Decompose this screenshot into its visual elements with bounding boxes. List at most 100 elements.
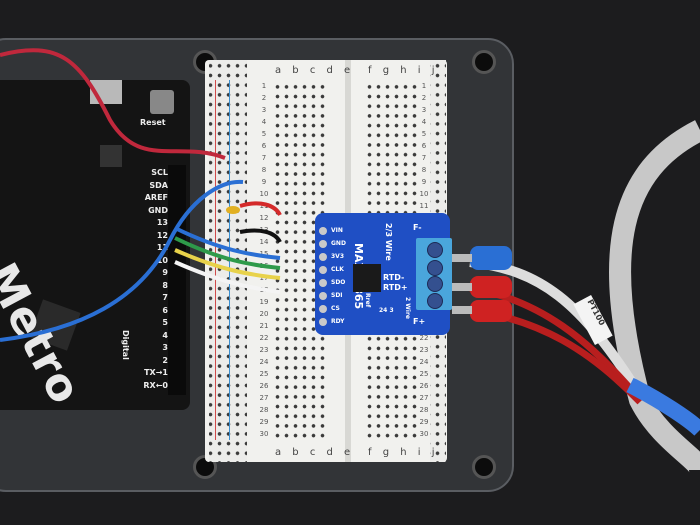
row-number: 30 — [419, 430, 429, 438]
row-number: 1 — [261, 82, 267, 90]
screw-icon[interactable] — [427, 242, 443, 258]
black-jumper — [239, 228, 282, 244]
row-number: 5 — [421, 130, 427, 138]
row-number: 23 — [419, 346, 429, 354]
row-number: 4 — [261, 118, 267, 126]
screw-icon[interactable] — [427, 260, 443, 276]
red-spade-connector — [470, 300, 512, 322]
rtd-plus-label: RTD+ — [383, 283, 408, 292]
module-pin-label: VIN — [331, 227, 343, 234]
row-number: 5 — [261, 130, 267, 138]
pin-label: TX→1 — [144, 368, 168, 377]
pin-label: 5 — [162, 318, 168, 327]
row-number: 3 — [421, 106, 427, 114]
row-number: 11 — [419, 202, 429, 210]
probe-blue-sleeve — [626, 377, 700, 436]
pin-label: 2 — [162, 355, 168, 365]
row-number: 2 — [421, 94, 427, 102]
row-number: 9 — [421, 178, 427, 186]
pin-pad-icon — [319, 292, 327, 300]
pin-label: 11 — [156, 243, 168, 252]
module-pin-label: SDO — [331, 279, 346, 286]
row-number: 7 — [261, 154, 267, 162]
row-number: 10 — [419, 190, 429, 198]
pin-pad-icon — [319, 240, 327, 248]
column-letters-right-bottom: f g h i j — [368, 447, 439, 458]
row-number: 27 — [419, 394, 429, 402]
pin-label: 8 — [162, 280, 168, 290]
row-number: 25 — [419, 370, 429, 378]
row-number: 24 — [419, 358, 429, 366]
screw-icon[interactable] — [427, 293, 443, 309]
column-letters-left: a b c d e — [275, 65, 355, 76]
reset-label: Reset — [140, 118, 166, 127]
pin-label: AREF — [144, 193, 168, 202]
reset-button[interactable] — [150, 90, 174, 114]
f-plus-label: F+ — [413, 317, 426, 326]
screw-icon[interactable] — [427, 276, 443, 292]
row-number: 28 — [259, 406, 269, 414]
row-number: 26 — [419, 382, 429, 390]
pin-label: 13 — [156, 218, 168, 227]
pin-pad-icon — [319, 227, 327, 235]
row-number: 30 — [259, 430, 269, 438]
row-number: 28 — [419, 406, 429, 414]
module-pin-label: 3V3 — [331, 253, 344, 260]
row-number: 22 — [419, 334, 429, 342]
pin-label: 10 — [156, 255, 168, 265]
module-pin-label: GND — [331, 240, 346, 247]
yellow-wire — [174, 248, 281, 280]
jumper-label: 24 3 — [379, 307, 394, 314]
pin-label: RX←0 — [143, 380, 168, 390]
row-number: 15 — [259, 250, 269, 258]
row-number: 6 — [261, 142, 267, 150]
spade-tab — [452, 254, 472, 262]
rail-line-red — [215, 80, 216, 440]
pin-label: 12 — [156, 230, 168, 240]
row-number: 27 — [259, 394, 269, 402]
rtd-minus-label: RTD- — [383, 273, 405, 282]
red-wire — [0, 48, 226, 160]
column-letters-right: f g h i j — [368, 65, 439, 76]
mounting-hole — [472, 455, 496, 479]
row-number: 9 — [261, 178, 267, 186]
chip — [100, 145, 122, 167]
blue-wire-long — [0, 179, 244, 342]
row-number: 21 — [259, 322, 269, 330]
pin-pad-icon — [319, 318, 327, 326]
row-number: 3 — [261, 106, 267, 114]
row-number: 8 — [421, 166, 427, 174]
row-number: 4 — [421, 118, 427, 126]
pin-pad-icon — [319, 305, 327, 313]
row-number: 22 — [259, 334, 269, 342]
row-number: 10 — [259, 190, 269, 198]
max31865-chip — [353, 264, 381, 292]
row-number: 14 — [259, 238, 269, 246]
thermocouple-braided-cable — [609, 120, 700, 474]
row-number: 19 — [259, 298, 269, 306]
row-number: 2 — [261, 94, 267, 102]
row-number: 7 — [421, 154, 427, 162]
row-number: 6 — [421, 142, 427, 150]
row-number: 26 — [259, 382, 269, 390]
mounting-hole — [472, 50, 496, 74]
pin-pad-icon — [319, 266, 327, 274]
pin-label: 4 — [162, 330, 168, 340]
module-pin-label: CLK — [331, 266, 344, 273]
row-number: 23 — [259, 346, 269, 354]
probe-label-sleeve — [573, 294, 613, 346]
row-number: 12 — [259, 214, 269, 222]
red-spade-connector — [470, 276, 512, 298]
module-pin-label: SDI — [331, 292, 343, 299]
capacitor — [226, 206, 240, 214]
f-minus-label: F- — [413, 223, 422, 232]
pin-label: 3 — [162, 343, 168, 352]
breadboard: a b c d e f g h i j a b c d e f g h i j … — [205, 60, 447, 462]
pin-pad-icon — [319, 253, 327, 261]
white-wire — [174, 260, 281, 294]
row-number: 24 — [259, 358, 269, 366]
spade-tab — [452, 306, 472, 314]
row-number: 29 — [419, 418, 429, 426]
